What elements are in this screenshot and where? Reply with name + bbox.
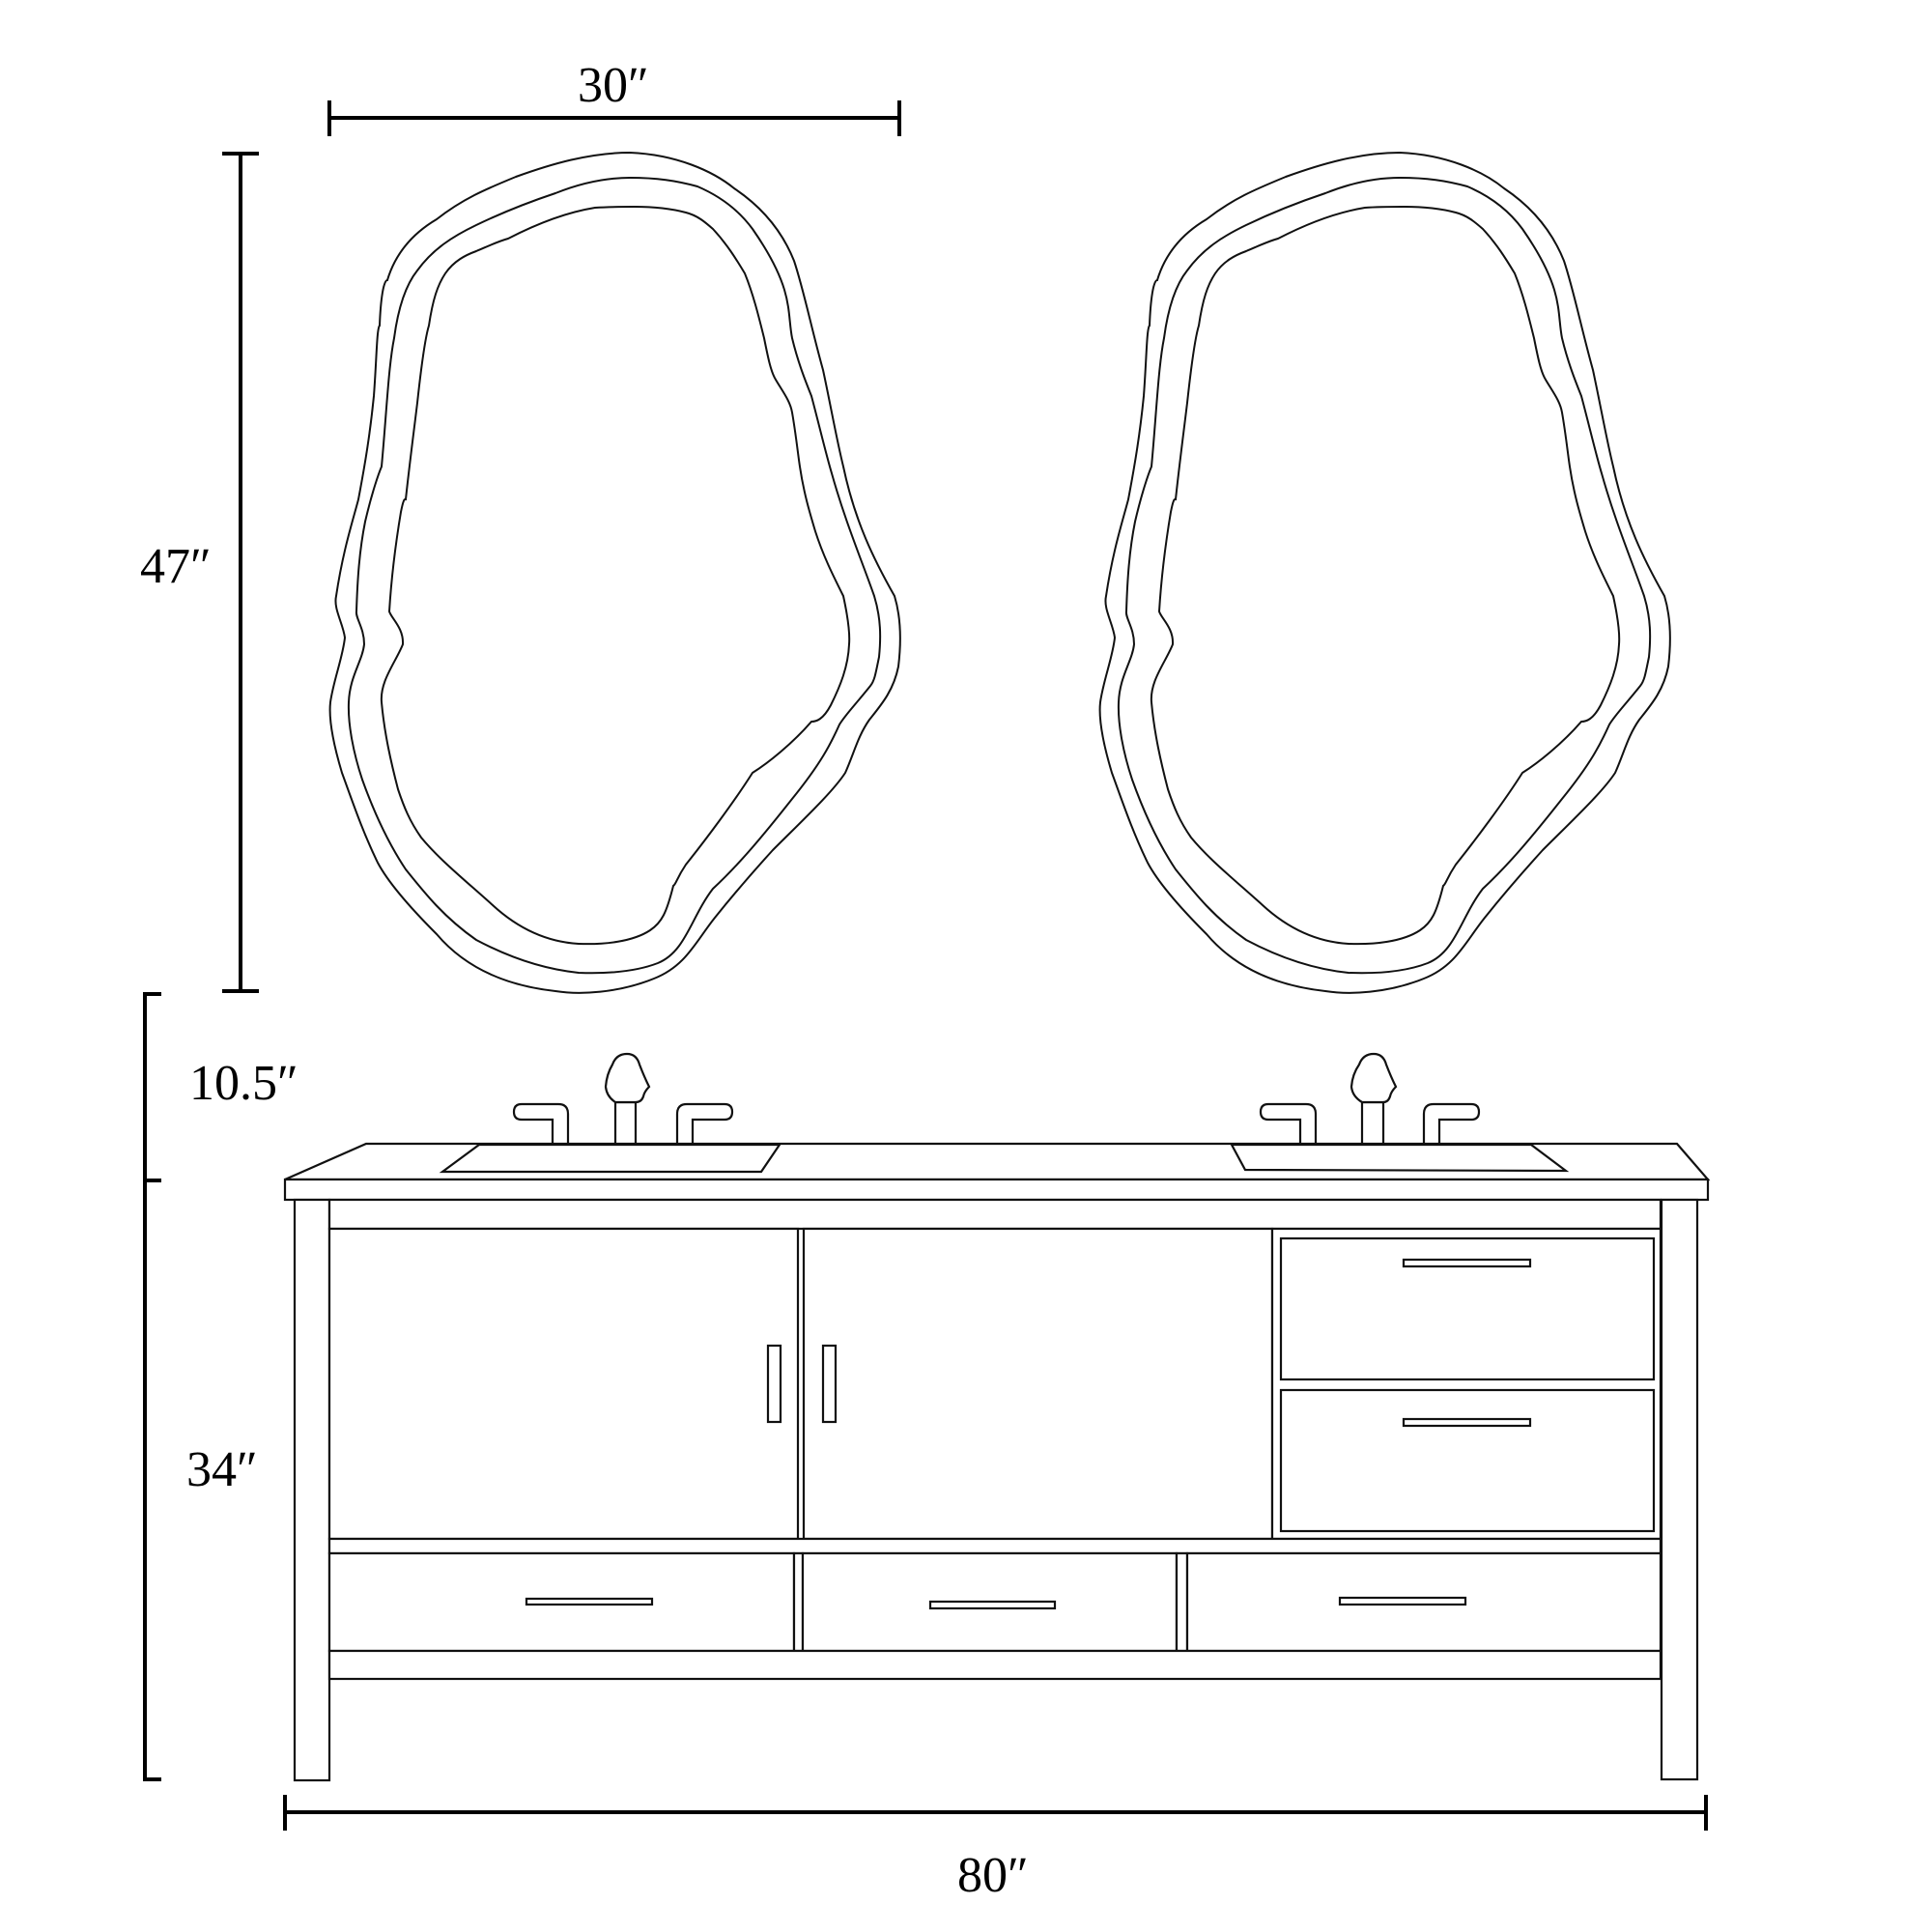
right-faucet-cold-handle [1259, 1102, 1318, 1144]
mirror-outer-ring [328, 151, 901, 994]
mirror-width-dimension [327, 100, 901, 136]
countertop [283, 1142, 1711, 1202]
bottom-drawer-divider-1 [792, 1551, 805, 1653]
right-mirror [1098, 151, 1671, 994]
lower-rail [327, 1649, 1662, 1681]
side-drawer-bottom-handle [1402, 1417, 1532, 1428]
left-door[interactable] [327, 1227, 800, 1541]
bottom-drawer-right-handle [1338, 1596, 1467, 1606]
right-faucet-hot-handle [1422, 1102, 1481, 1144]
bottom-drawer-left-handle [525, 1597, 654, 1606]
mirror-height-dimension [222, 152, 259, 993]
gap-height-label: 10.5″ [189, 1056, 298, 1111]
left-faucet-cold-handle [512, 1102, 570, 1144]
right-faucet-spout-stem [1360, 1100, 1385, 1144]
vertical-height-dimension [143, 992, 161, 1781]
mirror-width-label: 30″ [578, 58, 649, 113]
vanity-width-dimension [283, 1795, 1708, 1831]
left-faucet-spout-stem [613, 1100, 638, 1144]
mirror-outer-ring [1098, 151, 1671, 994]
side-drawer-bottom[interactable] [1279, 1388, 1656, 1533]
countertop-front-edge [283, 1178, 1710, 1202]
right-door-handle [821, 1344, 838, 1424]
left-faucet-hot-handle [675, 1102, 734, 1144]
right-faucet-spout-knob [1350, 1052, 1398, 1104]
mirror-inner-ring [380, 205, 851, 946]
vanity-width-label: 80″ [957, 1848, 1029, 1903]
vanity-cabinet [293, 1198, 1699, 1782]
bottom-drawer-middle-handle [928, 1600, 1057, 1610]
left-mirror [328, 151, 901, 994]
vanity-height-label: 34″ [186, 1442, 258, 1497]
bottom-drawer-divider-2 [1175, 1551, 1189, 1653]
right-door[interactable] [802, 1227, 1274, 1541]
mirror-middle-ring [1117, 176, 1652, 975]
left-faucet [512, 1052, 734, 1144]
left-door-handle [766, 1344, 782, 1424]
middle-rail [327, 1537, 1662, 1555]
mirror-middle-ring [347, 176, 882, 975]
left-faucet-spout-knob [604, 1052, 651, 1104]
right-faucet [1259, 1052, 1481, 1144]
left-sink [439, 1143, 782, 1174]
mirror-height-label: 47″ [140, 539, 212, 594]
left-leg [293, 1198, 331, 1782]
mirror-inner-ring [1150, 205, 1621, 946]
right-sink [1230, 1143, 1570, 1173]
top-apron [327, 1198, 1662, 1231]
side-drawer-top-handle [1402, 1258, 1532, 1268]
right-leg [1660, 1198, 1699, 1781]
